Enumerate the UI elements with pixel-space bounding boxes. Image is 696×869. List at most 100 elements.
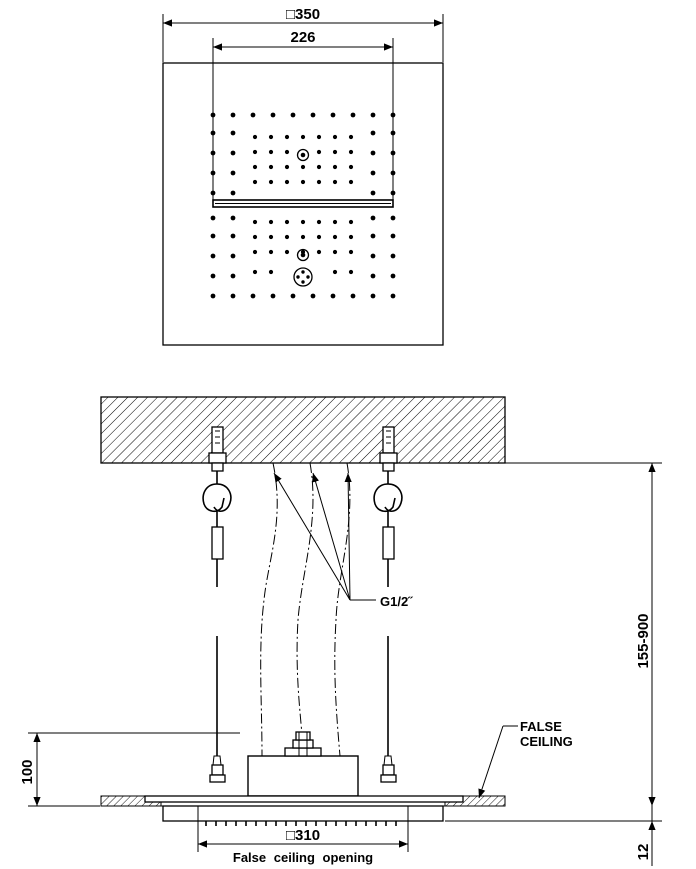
nozzle-dot (210, 130, 216, 136)
nozzle-dot (370, 293, 376, 299)
opening-caption: False ceiling opening (233, 850, 373, 865)
nozzle-dot (250, 112, 256, 118)
nozzle-dot (316, 179, 322, 185)
nozzle-dot (316, 164, 322, 170)
height-range-label: 155-900 (635, 613, 652, 668)
nozzle-dot (284, 219, 290, 225)
nozzle-dot (332, 179, 338, 185)
nozzle-dot (300, 219, 306, 225)
nozzle-dot (230, 273, 236, 279)
nozzle-dot (230, 293, 236, 299)
nozzle-dot (290, 112, 296, 118)
nozzle-dot (330, 112, 336, 118)
false-ceiling-label-line1: FALSE (520, 719, 562, 734)
nozzle-dot (332, 219, 338, 225)
nozzle-dot (350, 293, 356, 299)
nozzle-dot (210, 170, 216, 176)
height-range-dimension: 155-900 (505, 462, 662, 806)
nozzle-dot (390, 273, 396, 279)
nozzle-dot (252, 149, 258, 155)
nozzle-dot (270, 112, 276, 118)
nozzle-dot (316, 134, 322, 140)
nozzle-dot (268, 149, 274, 155)
panel-thickness-label: 12 (635, 844, 652, 861)
nozzle-dot (348, 179, 354, 185)
nozzle-dot (230, 215, 236, 221)
nozzle-dot (348, 134, 354, 140)
nozzle-dot (284, 179, 290, 185)
spray-width-label: 226 (290, 29, 315, 46)
side-nozzle-row (205, 821, 397, 826)
nozzle-dot (390, 150, 396, 156)
ceiling-slab (100, 396, 506, 464)
nozzle-dot (230, 253, 236, 259)
nozzle-dot (252, 269, 258, 275)
nozzle-dot (370, 112, 376, 118)
nozzle-dot (316, 249, 322, 255)
nozzle-dot (370, 273, 376, 279)
false-ceiling-label-line2: CEILING (520, 734, 573, 749)
nozzle-dot (390, 190, 396, 196)
nozzle-dot (284, 134, 290, 140)
opening-size-label: □310 (286, 827, 320, 844)
nozzle-dot (252, 164, 258, 170)
central-port-bottom (296, 248, 310, 262)
nozzle-dot (210, 190, 216, 196)
nozzle-dot (210, 233, 216, 239)
nozzle-dot (268, 164, 274, 170)
nozzle-dot (268, 234, 274, 240)
nozzle-dot (370, 150, 376, 156)
opening-dimension: □310 False ceiling opening (197, 821, 409, 865)
nozzle-dot (348, 269, 354, 275)
nozzle-dot (300, 234, 306, 240)
nozzle-dot (268, 249, 274, 255)
nozzle-dot (210, 215, 216, 221)
false-ceiling-leader: FALSE CEILING (478, 719, 573, 799)
nozzle-dot (316, 234, 322, 240)
nozzle-dot (268, 219, 274, 225)
nozzle-dot (210, 293, 216, 299)
body-height-label: 100 (19, 759, 36, 784)
nozzle-dot (370, 233, 376, 239)
nozzle-dot (348, 149, 354, 155)
nozzle-dot (210, 253, 216, 259)
nozzle-dot (348, 234, 354, 240)
nozzle-dot (390, 253, 396, 259)
nozzle-dot (290, 293, 296, 299)
nozzle-dot (348, 249, 354, 255)
nozzle-dot (268, 269, 274, 275)
nozzle-dot (370, 170, 376, 176)
nozzle-dot (390, 293, 396, 299)
nozzle-dot (390, 112, 396, 118)
nozzle-dot (332, 164, 338, 170)
nozzle-dot (252, 134, 258, 140)
panel-thickness-dimension: 12 (445, 806, 662, 866)
nozzle-dot (210, 112, 216, 118)
flexible-hoses (260, 462, 351, 757)
nozzle-dot (390, 130, 396, 136)
shower-body (247, 731, 359, 797)
nozzle-dot (370, 130, 376, 136)
nozzle-dot (310, 112, 316, 118)
nozzle-dot (230, 170, 236, 176)
nozzle-dot (332, 249, 338, 255)
nozzle-dot (348, 164, 354, 170)
nozzle-dot (250, 293, 256, 299)
nozzle-dot (390, 233, 396, 239)
overall-size-label: □350 (286, 6, 320, 23)
nozzle-dot (284, 164, 290, 170)
nozzle-dot (230, 112, 236, 118)
nozzle-dot (370, 215, 376, 221)
nozzle-dot (284, 249, 290, 255)
nozzle-dot (252, 179, 258, 185)
spray-width-dimension: 226 (212, 29, 394, 205)
nozzle-dot (284, 234, 290, 240)
nozzle-dot (210, 273, 216, 279)
left-hanger (202, 426, 232, 783)
shower-panel-side (144, 795, 464, 826)
nozzle-grid (210, 112, 396, 299)
nozzle-dot (300, 179, 306, 185)
nozzle-dot (268, 134, 274, 140)
nozzle-dot (300, 164, 306, 170)
nozzle-dot (370, 190, 376, 196)
